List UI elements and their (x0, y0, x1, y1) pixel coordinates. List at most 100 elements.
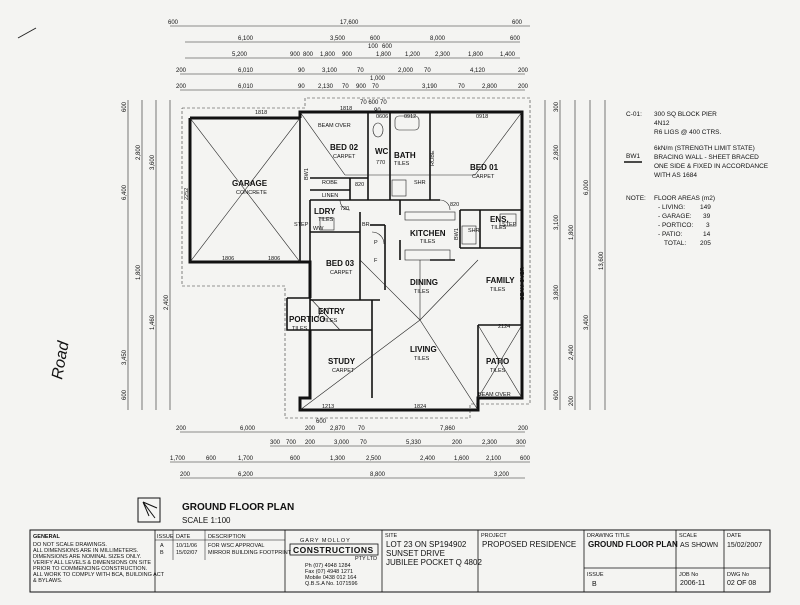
floor-areas-title: FLOOR AREAS (m2) (654, 195, 715, 202)
dim-text: 1,800 (376, 52, 392, 58)
room-entry: ENTRY (318, 307, 345, 316)
room-kitchen: KITCHEN (410, 229, 446, 238)
plan-title: GROUND FLOOR PLAN (182, 502, 294, 513)
date-value: 15/02/2007 (727, 542, 762, 549)
area-value: 3 (706, 222, 710, 229)
room-shr: SHR (414, 180, 426, 186)
dim-text: 6,010 (238, 68, 254, 74)
dim-text: 600 (520, 456, 531, 462)
room-shr-ens: SHR (468, 228, 480, 234)
dim-text: 6,400 (122, 184, 128, 200)
dim-text: 2,400 (420, 456, 436, 462)
note-bw1-line: BRACING WALL - SHEET BRACED (654, 154, 759, 161)
bracing-wall-label: BW1 (454, 228, 460, 240)
dim-text: 70 (458, 84, 465, 90)
dim-text: 8,000 (430, 36, 446, 42)
issue-date: 10/11/06 (176, 543, 197, 549)
dim-text: 3,400 (584, 314, 590, 330)
dim-text: 3,800 (554, 284, 560, 300)
dim-text: 600 (554, 389, 560, 400)
dim-text: 3,190 (422, 84, 438, 90)
dim-text: 6,100 (238, 36, 254, 42)
drawing-title: GROUND FLOOR PLAN (588, 540, 678, 549)
room-family-floor: TILES (490, 287, 506, 293)
dim-text: 200 (518, 84, 529, 90)
note-bw1-line: ONE SIDE & FIXED IN ACCORDANCE (654, 163, 769, 170)
job-value: 2006-11 (680, 580, 705, 587)
room-ldry: LDRY (314, 207, 336, 216)
dim-text: 2,130 (318, 84, 334, 90)
dim-text: 3,600 (150, 154, 156, 170)
dim-text: 600 (510, 36, 521, 42)
room-br: BR (362, 222, 370, 228)
company-name: CONSTRUCTIONS (293, 545, 374, 555)
dim-text: 720 (340, 206, 349, 212)
dim-text: 200 (176, 68, 187, 74)
room-patio: PATIO (486, 357, 509, 366)
area-value: 14 (703, 231, 711, 238)
dim-text: 2,000 (398, 68, 414, 74)
dim-text: 1,600 (454, 456, 470, 462)
issue-date: 15/02/07 (176, 550, 197, 556)
bottom-dimensions: 200 6,000 200 2,870 70 7,860 200 300 700… (170, 419, 531, 479)
dim-text: 1,400 (500, 52, 516, 58)
project-head: PROJECT (481, 533, 507, 539)
portico-outline (286, 297, 311, 331)
room-bed03: BED 03 (326, 259, 355, 268)
dim-text: 1,200 (405, 52, 421, 58)
room-study-floor: CARPET (332, 368, 355, 374)
issue-desc: FOR WSC APPROVAL (208, 543, 264, 549)
room-bed02-floor: CARPET (333, 154, 356, 160)
area-label: - PATIO: (658, 231, 683, 238)
dim-text: 600 (168, 20, 179, 26)
company-contact: Q.B.S.A No. 1071596 (305, 581, 358, 587)
dim-text: 3,200 (494, 472, 510, 478)
dim-text: 1,000 (370, 76, 386, 82)
room-ldry-floor: TILES (318, 217, 334, 223)
room-portico: PORTICO (289, 315, 325, 324)
dim-text: 70 (342, 84, 349, 90)
dim-text: 3,450 (122, 349, 128, 365)
pen-mark (17, 27, 37, 39)
dim-text: 900 (356, 84, 367, 90)
step-label: STEP (294, 222, 309, 228)
dim-text: 900 (342, 52, 353, 58)
dim-text: 1,300 (330, 456, 346, 462)
dim-text: 6,200 (238, 472, 254, 478)
room-living: LIVING (410, 345, 437, 354)
dim-text: 700 (286, 440, 297, 446)
dim-text: 820 (450, 202, 459, 208)
plan-scale: SCALE 1:100 (182, 516, 231, 525)
dim-text: 100 (368, 44, 379, 50)
beam-over-label: BEAM OVER (318, 123, 351, 129)
room-dining: DINING (410, 278, 438, 287)
dwg-value: 02 OF 08 (727, 580, 756, 587)
site-line: LOT 23 ON SP194902 (386, 540, 467, 549)
note-bw1-line: WITH AS 1684 (654, 172, 697, 179)
dim-text: 2,800 (482, 84, 498, 90)
room-entry-floor: TILES (322, 318, 338, 324)
site-line: SUNSET DRIVE (386, 549, 445, 558)
dim-text: 1824 (414, 404, 426, 410)
dim-text: 8,800 (370, 472, 386, 478)
north-arrow-icon (137, 497, 161, 523)
room-bath-floor: TILES (394, 161, 410, 167)
room-patio-floor: TILES (490, 368, 506, 374)
dim-text: 200 (305, 426, 316, 432)
dim-text: 600 (382, 44, 393, 50)
general-line: & BYLAWS. (33, 578, 63, 584)
room-kitchen-floor: TILES (420, 239, 436, 245)
dim-text: 1818 (255, 110, 267, 116)
job-head: JOB No (679, 572, 698, 578)
dim-text: 70 (357, 68, 364, 74)
dim-text: 3,500 (330, 36, 346, 42)
dim-text: 70 (358, 426, 365, 432)
dim-text: 600 (512, 20, 523, 26)
note-bw1-line: 6kN/m (STRENGTH LIMIT STATE) (654, 145, 755, 152)
company-suffix: PTY LTD (355, 556, 377, 562)
note-c01-line: R6 LIGS @ 400 CTRS. (654, 129, 721, 136)
step-label: STEP (502, 222, 517, 228)
dim-text: 1,800 (468, 52, 484, 58)
